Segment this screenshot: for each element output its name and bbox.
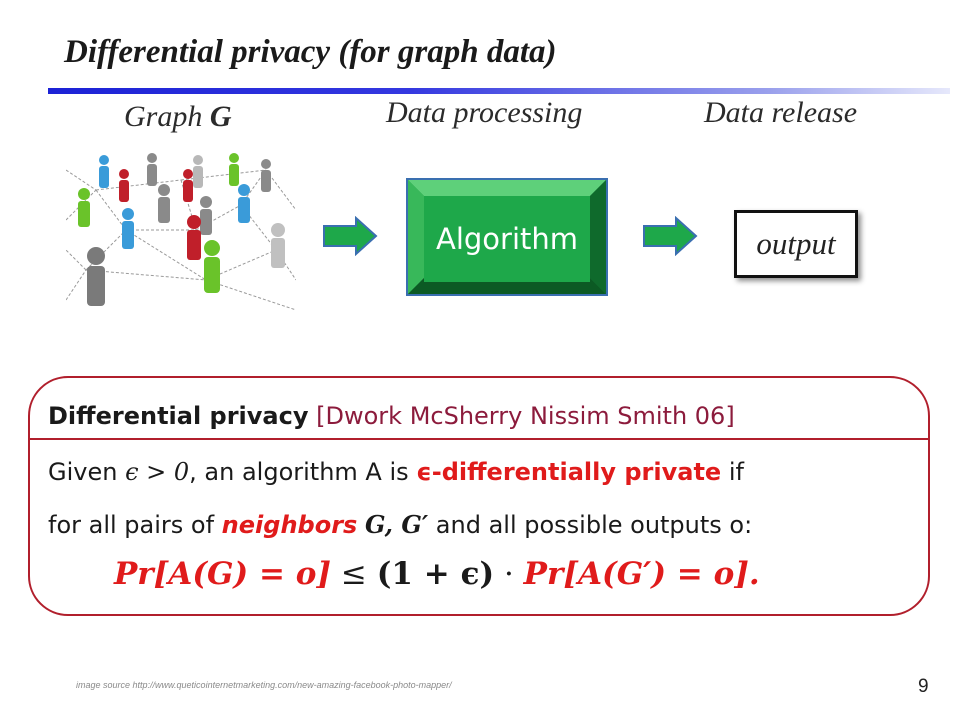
epsilon-condition: ϵ > 0 [125,458,190,486]
processing-stage-label: Data processing [386,96,583,129]
definition-neighbors-line: for all pairs of neighbors G, G′ and all… [48,510,752,539]
graph-label-symbol: G [209,100,232,133]
definition-heading-line: Differential privacy [Dwork McSherry Nis… [48,402,735,430]
formula-left: Pr[A(G) = o] [114,556,332,592]
release-stage-label: Data release [704,96,858,129]
privacy-formula: Pr[A(G) = o] ≤ (1 + ϵ) · Pr[A(G′) = o]. [114,556,760,592]
given-middle: , an algorithm A is [189,458,417,486]
given-suffix: if [721,458,744,486]
image-source-note: image source http://www.queticointernetm… [76,680,452,690]
formula-dot: · [494,556,524,592]
output-box: output [734,210,858,278]
definition-box [28,376,930,616]
neighbors-term: neighbors [221,511,358,539]
title-underline [48,88,950,94]
definition-heading: Differential privacy [48,402,309,430]
page-number: 9 [918,676,929,697]
formula-end: . [748,556,760,592]
graph-label-prefix: Graph [124,100,210,133]
formula-factor: (1 + ϵ) [376,556,495,592]
formula-right: Pr[A(G′) = o] [523,556,749,592]
private-term: ϵ-differentially private [416,458,722,486]
right-arrow-icon [642,215,698,257]
line3-prefix: for all pairs of [48,511,222,539]
given-prefix: Given [48,458,126,486]
formula-relation: ≤ [331,556,377,592]
slide-title: Differential privacy (for graph data) [64,34,557,70]
neighbors-symbols: G, G′ [364,510,429,539]
social-network-people-icon [65,150,297,316]
right-arrow-icon [322,215,378,257]
definition-divider [30,438,928,440]
graph-stage-label: Graph G [124,100,232,134]
algorithm-label: Algorithm [424,196,590,282]
definition-citation: [Dwork McSherry Nissim Smith 06] [316,402,735,430]
definition-given-line: Given ϵ > 0, an algorithm A is ϵ-differe… [48,458,744,486]
line3-suffix: and all possible outputs o: [428,511,753,539]
